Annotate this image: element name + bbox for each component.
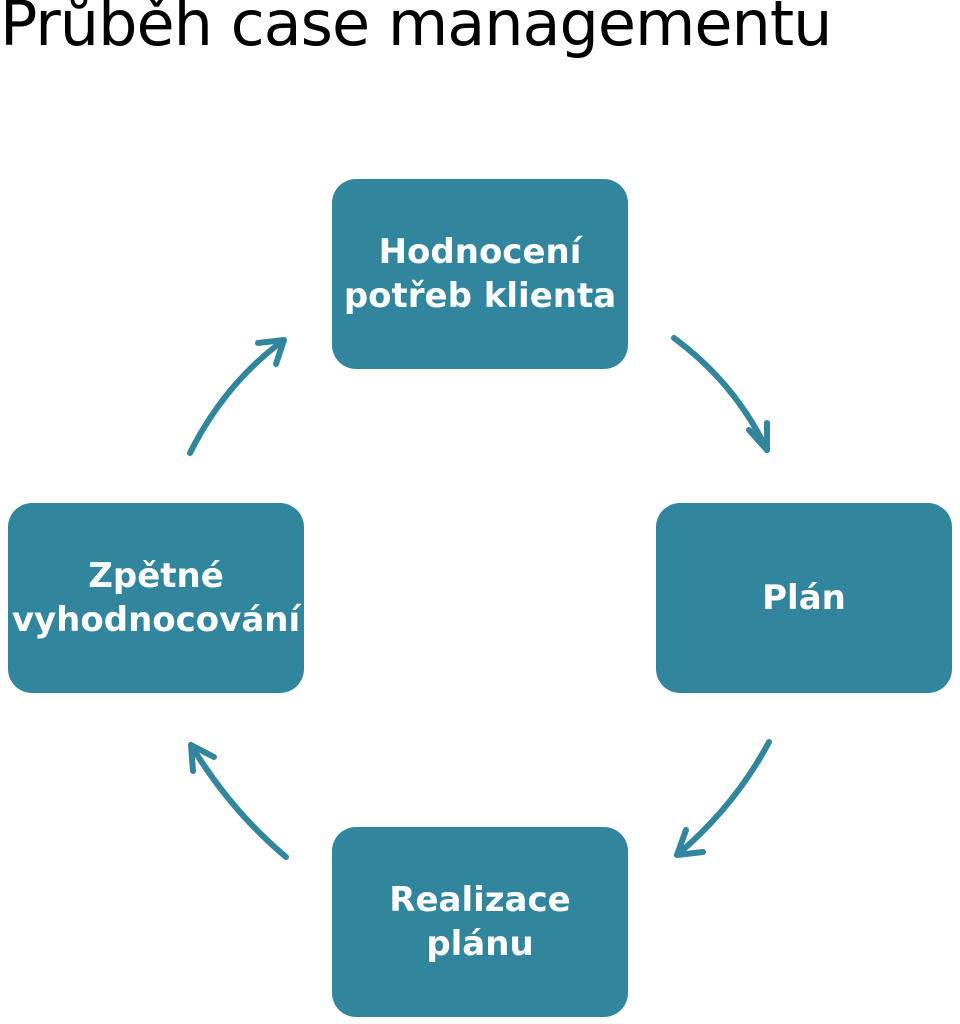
cycle-step-label: Hodnocení potřeb klienta xyxy=(343,231,617,316)
cycle-step-assessment: Hodnocení potřeb klienta xyxy=(332,179,628,369)
arrow-assessment-to-plan xyxy=(671,335,770,453)
cycle-step-realization: Realizace plánu xyxy=(332,827,628,1017)
page-title: Průběh case managementu xyxy=(0,0,832,60)
arrow-evaluation-to-assessment xyxy=(187,337,287,456)
cycle-step-label: Realizace plánu xyxy=(389,879,571,964)
arrow-realization-to-evaluation xyxy=(188,742,289,860)
cycle-step-plan: Plán xyxy=(656,503,952,693)
cycle-step-evaluation: Zpětné vyhodnocování xyxy=(8,503,304,693)
cycle-step-label: Zpětné vyhodnocování xyxy=(11,555,301,640)
arrow-plan-to-realization xyxy=(674,739,772,858)
cycle-step-label: Plán xyxy=(762,577,846,618)
